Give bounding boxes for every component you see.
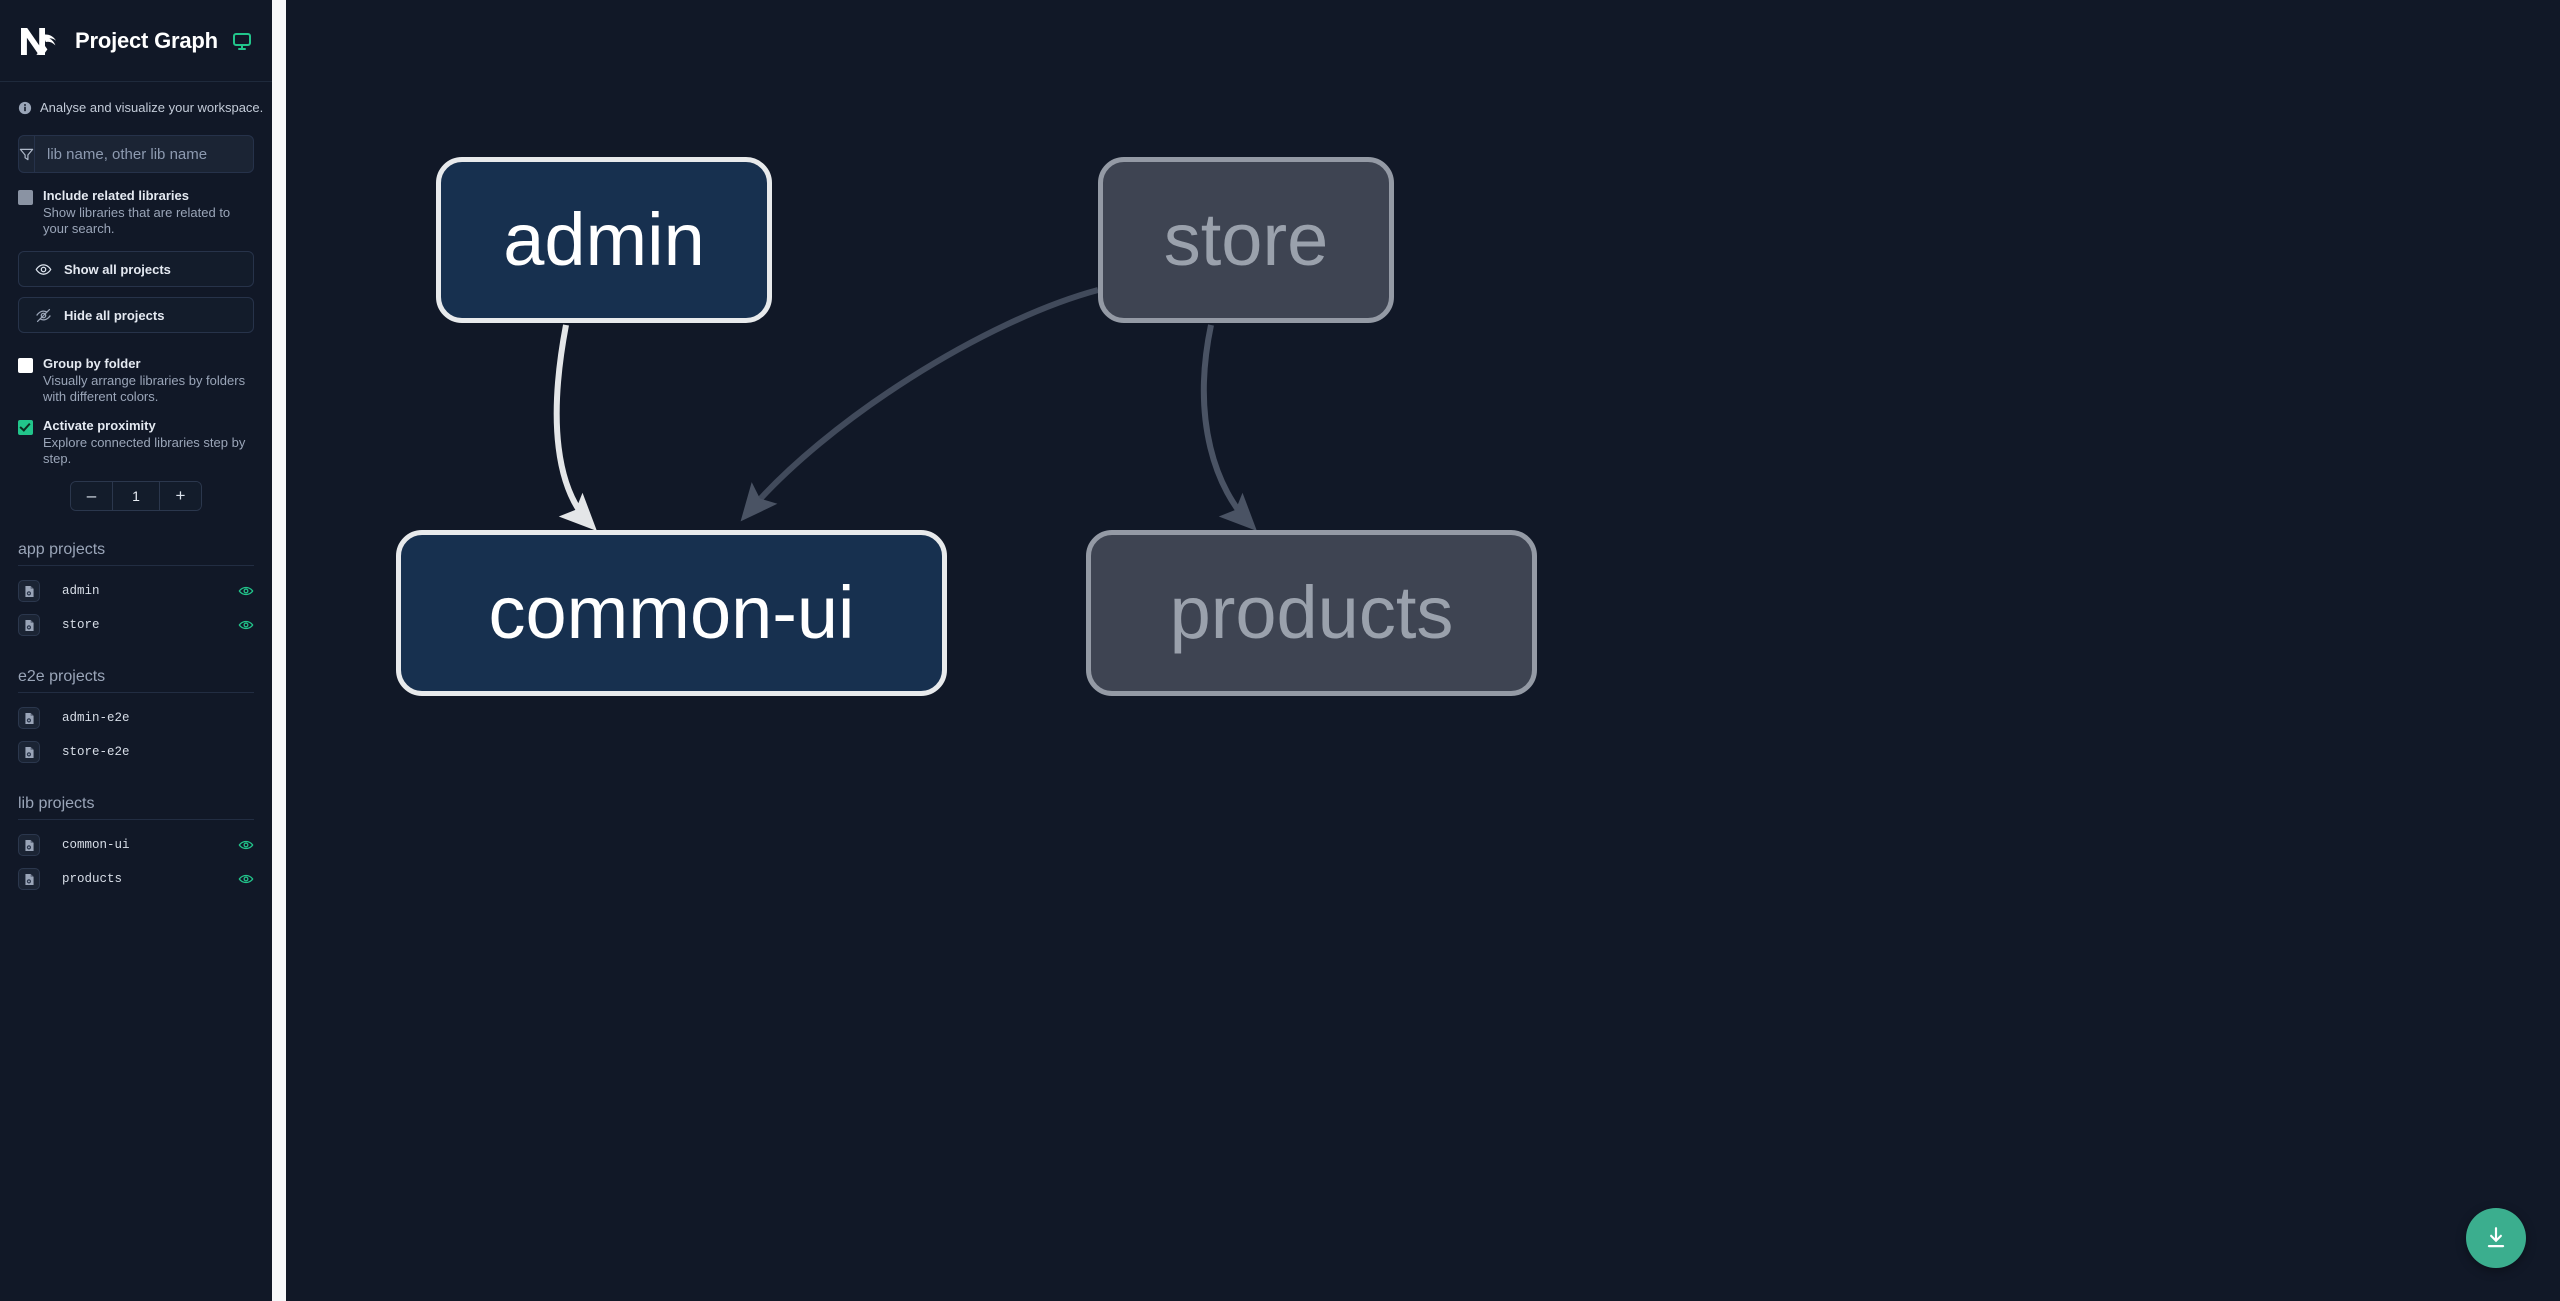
- graph-canvas[interactable]: admin store common-ui products: [286, 0, 2560, 1301]
- edge-store-to-products: [1200, 324, 1257, 531]
- filter-icon[interactable]: [19, 136, 35, 172]
- graph-node-products[interactable]: products: [1086, 530, 1537, 696]
- project-group-title: lib projects: [18, 795, 254, 820]
- show-all-projects-label: Show all projects: [64, 261, 171, 277]
- project-name: common-ui: [62, 838, 130, 852]
- project-name: admin-e2e: [62, 711, 130, 725]
- show-all-projects-button[interactable]: Show all projects: [18, 251, 254, 287]
- project-file-icon: [24, 712, 34, 724]
- checkbox-activate-proximity[interactable]: [18, 420, 33, 435]
- project-visibility-eye-icon[interactable]: [238, 617, 254, 633]
- project-name: admin: [62, 584, 100, 598]
- download-icon: [2487, 1227, 2505, 1248]
- project-file-icon: [24, 839, 34, 851]
- graph-node-common-ui[interactable]: common-ui: [396, 530, 947, 696]
- proximity-stepper-container: – 1 +: [0, 467, 272, 511]
- proximity-value: 1: [112, 482, 160, 510]
- project-group-lib: lib projects common-ui: [0, 795, 272, 896]
- project-row-store-e2e[interactable]: store-e2e: [18, 735, 254, 769]
- project-icon-button[interactable]: [18, 834, 40, 856]
- nx-logo-icon: [18, 23, 60, 59]
- project-row-admin-e2e[interactable]: admin-e2e: [18, 701, 254, 735]
- proximity-increment-button[interactable]: +: [160, 482, 201, 510]
- project-visibility-eye-icon[interactable]: [238, 837, 254, 853]
- proximity-stepper[interactable]: – 1 +: [70, 481, 202, 511]
- graph-node-label: common-ui: [488, 571, 855, 654]
- project-visibility-eye-icon[interactable]: [238, 871, 254, 887]
- project-name: store-e2e: [62, 745, 130, 759]
- project-group-title: app projects: [18, 541, 254, 566]
- graph-node-label: products: [1169, 571, 1454, 654]
- project-file-icon: [24, 746, 34, 758]
- tagline: Analyse and visualize your workspace.: [0, 82, 272, 129]
- tagline-text: Analyse and visualize your workspace.: [40, 100, 264, 115]
- checkbox-group-by-folder[interactable]: [18, 358, 33, 373]
- eye-icon: [35, 263, 52, 275]
- project-icon-button[interactable]: [18, 868, 40, 890]
- sidebar-resize-handle[interactable]: [272, 0, 286, 1301]
- page-title: Project Graph: [75, 27, 218, 53]
- search-input[interactable]: [35, 136, 253, 172]
- eye-off-icon: [36, 308, 51, 322]
- option-label: Group by folder: [43, 356, 141, 371]
- checkbox-include-related-libraries[interactable]: [18, 190, 33, 205]
- option-activate-proximity[interactable]: Activate proximity Explore connected lib…: [0, 405, 272, 467]
- project-icon-button[interactable]: [18, 707, 40, 729]
- project-row-common-ui[interactable]: common-ui: [18, 828, 254, 862]
- graph-node-admin[interactable]: admin: [436, 157, 772, 323]
- proximity-decrement-button[interactable]: –: [71, 482, 112, 510]
- info-icon: [18, 101, 32, 115]
- monitor-icon[interactable]: [232, 31, 252, 51]
- project-group-title: e2e projects: [18, 668, 254, 693]
- option-description: Visually arrange libraries by folders wi…: [43, 373, 246, 404]
- download-graph-button[interactable]: [2466, 1208, 2526, 1268]
- sidebar-header: Project Graph: [0, 0, 272, 82]
- project-file-icon: [24, 619, 34, 631]
- project-file-icon: [24, 585, 34, 597]
- hide-all-projects-container: Hide all projects: [0, 287, 272, 333]
- option-description: Show libraries that are related to your …: [43, 205, 231, 236]
- edge-admin-to-common-ui: [553, 324, 597, 531]
- project-group-app: app projects admin: [0, 541, 272, 642]
- project-visibility-eye-icon[interactable]: [238, 583, 254, 599]
- project-name: products: [62, 872, 123, 886]
- graph-node-store[interactable]: store: [1098, 157, 1394, 323]
- project-group-e2e: e2e projects admin-e2e: [0, 668, 272, 769]
- project-icon-button[interactable]: [18, 614, 40, 636]
- project-row-store[interactable]: store: [18, 608, 254, 642]
- project-row-admin[interactable]: admin: [18, 574, 254, 608]
- graph-node-label: admin: [503, 198, 705, 281]
- project-icon-button[interactable]: [18, 580, 40, 602]
- edge-store-to-common-ui: [740, 287, 1099, 522]
- option-include-related-libraries[interactable]: Include related libraries Show libraries…: [0, 173, 272, 237]
- show-all-projects-container: Show all projects: [0, 237, 272, 287]
- sidebar: Project Graph Analyse and visualize your…: [0, 0, 272, 1301]
- hide-all-projects-button[interactable]: Hide all projects: [18, 297, 254, 333]
- graph-node-label: store: [1163, 198, 1329, 281]
- option-label: Include related libraries: [43, 188, 189, 203]
- graph-edges: [553, 287, 1257, 531]
- project-icon-button[interactable]: [18, 741, 40, 763]
- search-container: [0, 129, 272, 173]
- option-group-by-folder[interactable]: Group by folder Visually arrange librari…: [0, 333, 272, 405]
- project-name: store: [62, 618, 100, 632]
- search-box[interactable]: [18, 135, 254, 173]
- hide-all-projects-label: Hide all projects: [64, 307, 165, 323]
- option-description: Explore connected libraries step by step…: [43, 435, 246, 466]
- option-label: Activate proximity: [43, 418, 156, 433]
- project-file-icon: [24, 873, 34, 885]
- project-row-products[interactable]: products: [18, 862, 254, 896]
